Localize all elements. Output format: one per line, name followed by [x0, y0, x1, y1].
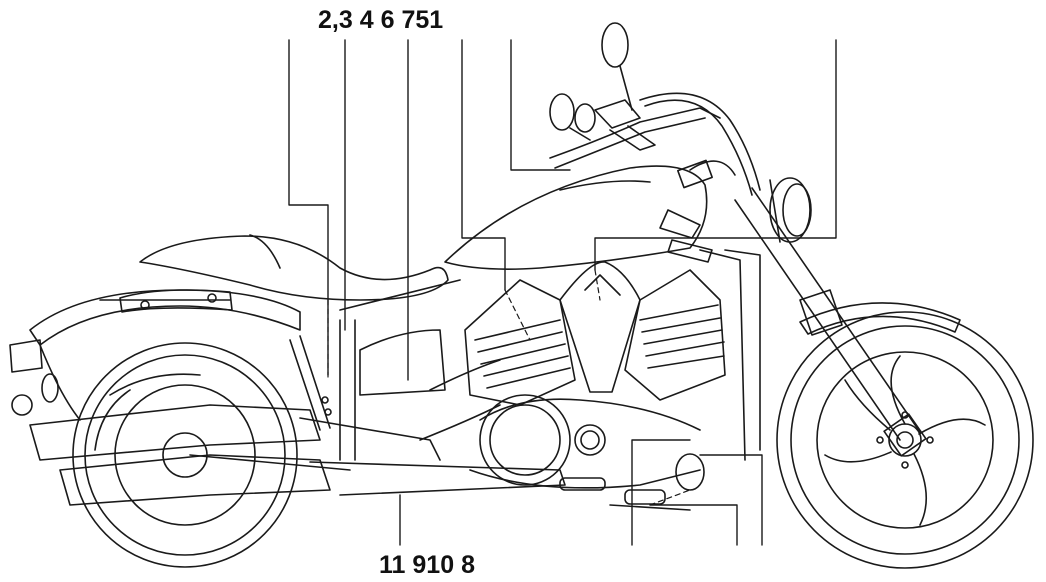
front-fender: [799, 302, 961, 335]
frame: [339, 249, 761, 461]
fuel-tank: [444, 165, 713, 270]
handlebar-assembly: [549, 22, 761, 196]
leader-751-right: [594, 39, 837, 271]
leader-8b: [699, 454, 763, 546]
rear-wheel: [72, 342, 298, 568]
callout-label: 910: [412, 551, 455, 579]
exhaust: [29, 359, 566, 506]
seat: [139, 234, 449, 301]
footpegs: [559, 477, 691, 511]
leader-751-left: [510, 39, 571, 171]
callouts-top: 2,3 4 6 751: [318, 6, 443, 35]
leader-8a: [649, 504, 738, 546]
callout-label: 4: [359, 6, 374, 34]
callout-label: 11: [379, 551, 406, 579]
front-wheel: [776, 311, 1034, 569]
leader-910: [631, 439, 691, 546]
callout-label: 6: [380, 6, 395, 34]
leader-6: [461, 39, 506, 291]
callout-label: 8: [461, 551, 475, 579]
callout-label: 751: [401, 6, 444, 34]
front-fork: [734, 187, 927, 457]
rear-lights: [9, 339, 59, 416]
headlight: [769, 177, 812, 243]
leader-2-3a: [288, 39, 329, 376]
engine: [464, 261, 726, 491]
callout-leaders: [288, 39, 837, 546]
hidden-lines: [327, 269, 691, 506]
rear-fender: [29, 289, 301, 421]
callouts-bottom: 11 910 8: [379, 551, 475, 580]
callout-label: 2,3: [318, 6, 353, 34]
